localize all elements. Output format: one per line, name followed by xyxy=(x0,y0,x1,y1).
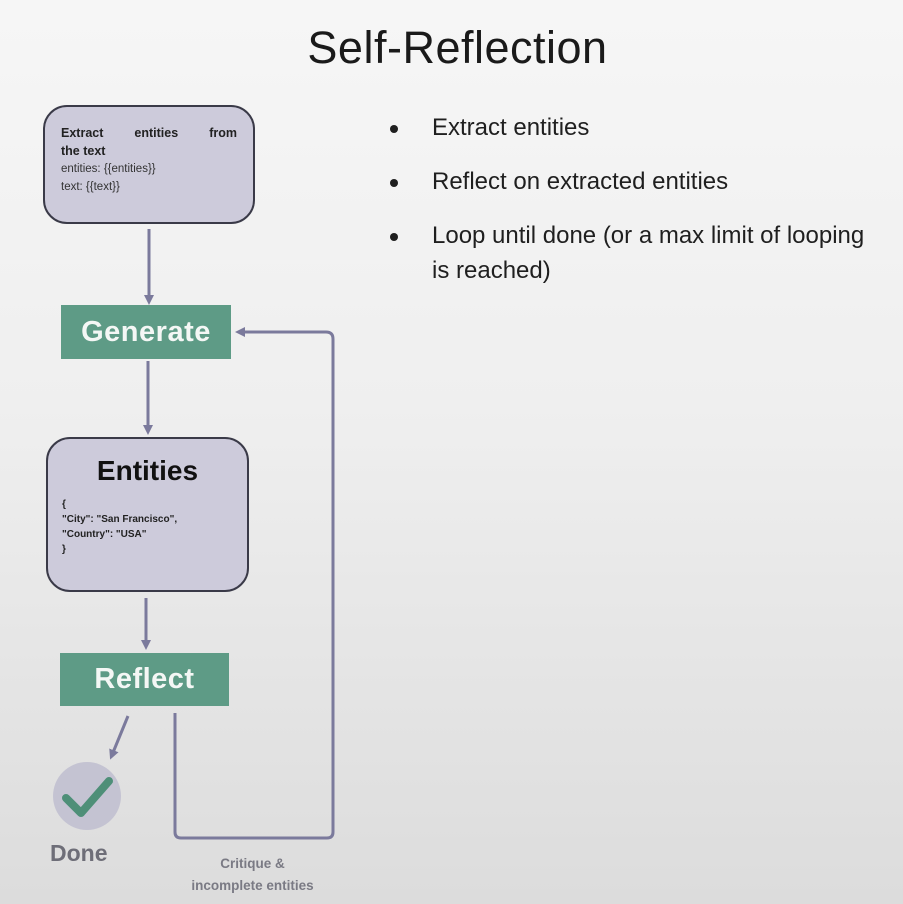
entities-line: { xyxy=(62,499,66,510)
entities-line: } xyxy=(62,544,66,555)
entities-line: "City": "San Francisco", xyxy=(62,514,178,525)
bullet-text: Extract entities xyxy=(432,114,590,141)
bullet-item: Extract entities xyxy=(390,110,872,145)
loop-label-line1: Critique & xyxy=(220,856,285,871)
arrow-reflect-to-done xyxy=(109,715,130,760)
bullet-text: Reflect on extracted entities xyxy=(432,168,729,195)
bullet-dot xyxy=(390,179,398,187)
done-label: Done xyxy=(50,840,108,866)
loop-arrow-reflect-to-generate xyxy=(173,327,335,840)
done-check xyxy=(53,762,121,830)
bullet-dot xyxy=(390,233,398,241)
page-title: Self-Reflection xyxy=(307,22,608,73)
entities-title: Entities xyxy=(96,455,199,486)
bullet-item: Reflect on extracted entities xyxy=(390,164,872,199)
reflect-node: Reflect xyxy=(60,653,229,706)
prompt-entities-var: entities: {{entities}} xyxy=(61,163,156,175)
checkmark-icon xyxy=(62,777,113,817)
prompt-heading-line2: the text xyxy=(61,144,106,158)
entities-line: "Country": "USA" xyxy=(62,529,147,540)
bullet-dot xyxy=(390,125,398,133)
prompt-text-var: text: {{text}} xyxy=(61,181,120,193)
prompt-heading-line1: Extract entities from xyxy=(61,126,237,140)
loop-label-line2: incomplete entities xyxy=(191,878,314,893)
prompt-box: Extract entities from the text entities:… xyxy=(43,105,255,224)
bullet-item: Loop until done (or a max limit of loopi… xyxy=(390,218,872,288)
bullet-list: Extract entities Reflect on extracted en… xyxy=(390,110,872,307)
generate-node: Generate xyxy=(61,305,231,359)
entities-box: Entities { "City": "San Francisco", "Cou… xyxy=(46,437,249,592)
loop-label: Critique & incomplete entities xyxy=(160,853,345,897)
bullet-text: Loop until done (or a max limit of loopi… xyxy=(432,222,865,284)
